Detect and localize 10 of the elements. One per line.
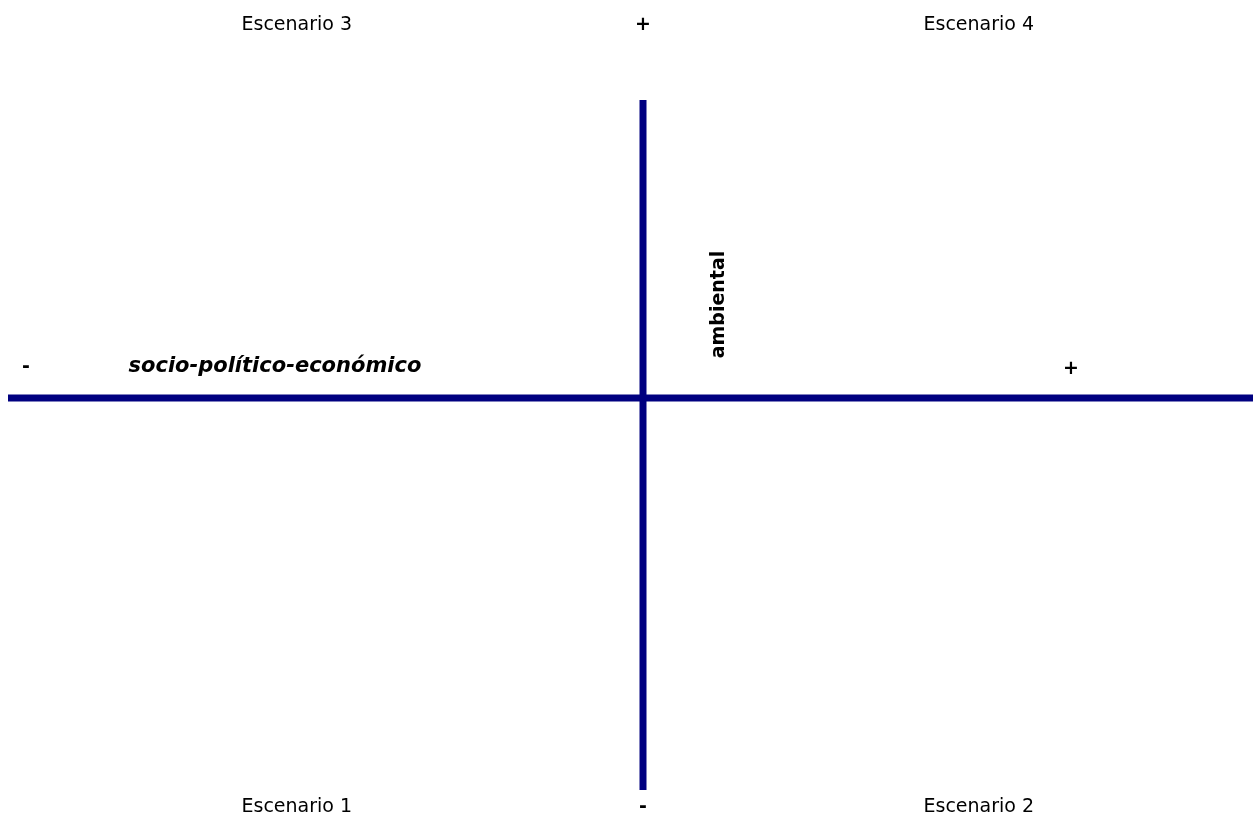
minus-sign: - [22,356,30,375]
plus-sign: + [1063,358,1079,377]
scenario-label: Escenario 1 [241,796,353,815]
scenario-label: Escenario 4 [923,14,1035,33]
plus-sign: + [635,14,651,33]
scenario-label: Escenario 2 [923,796,1035,815]
scenario-label: Escenario 3 [241,14,353,33]
axis-title: ambiental [708,250,728,358]
minus-sign: - [639,796,647,815]
axis-title: socio-político-económico [128,355,422,376]
